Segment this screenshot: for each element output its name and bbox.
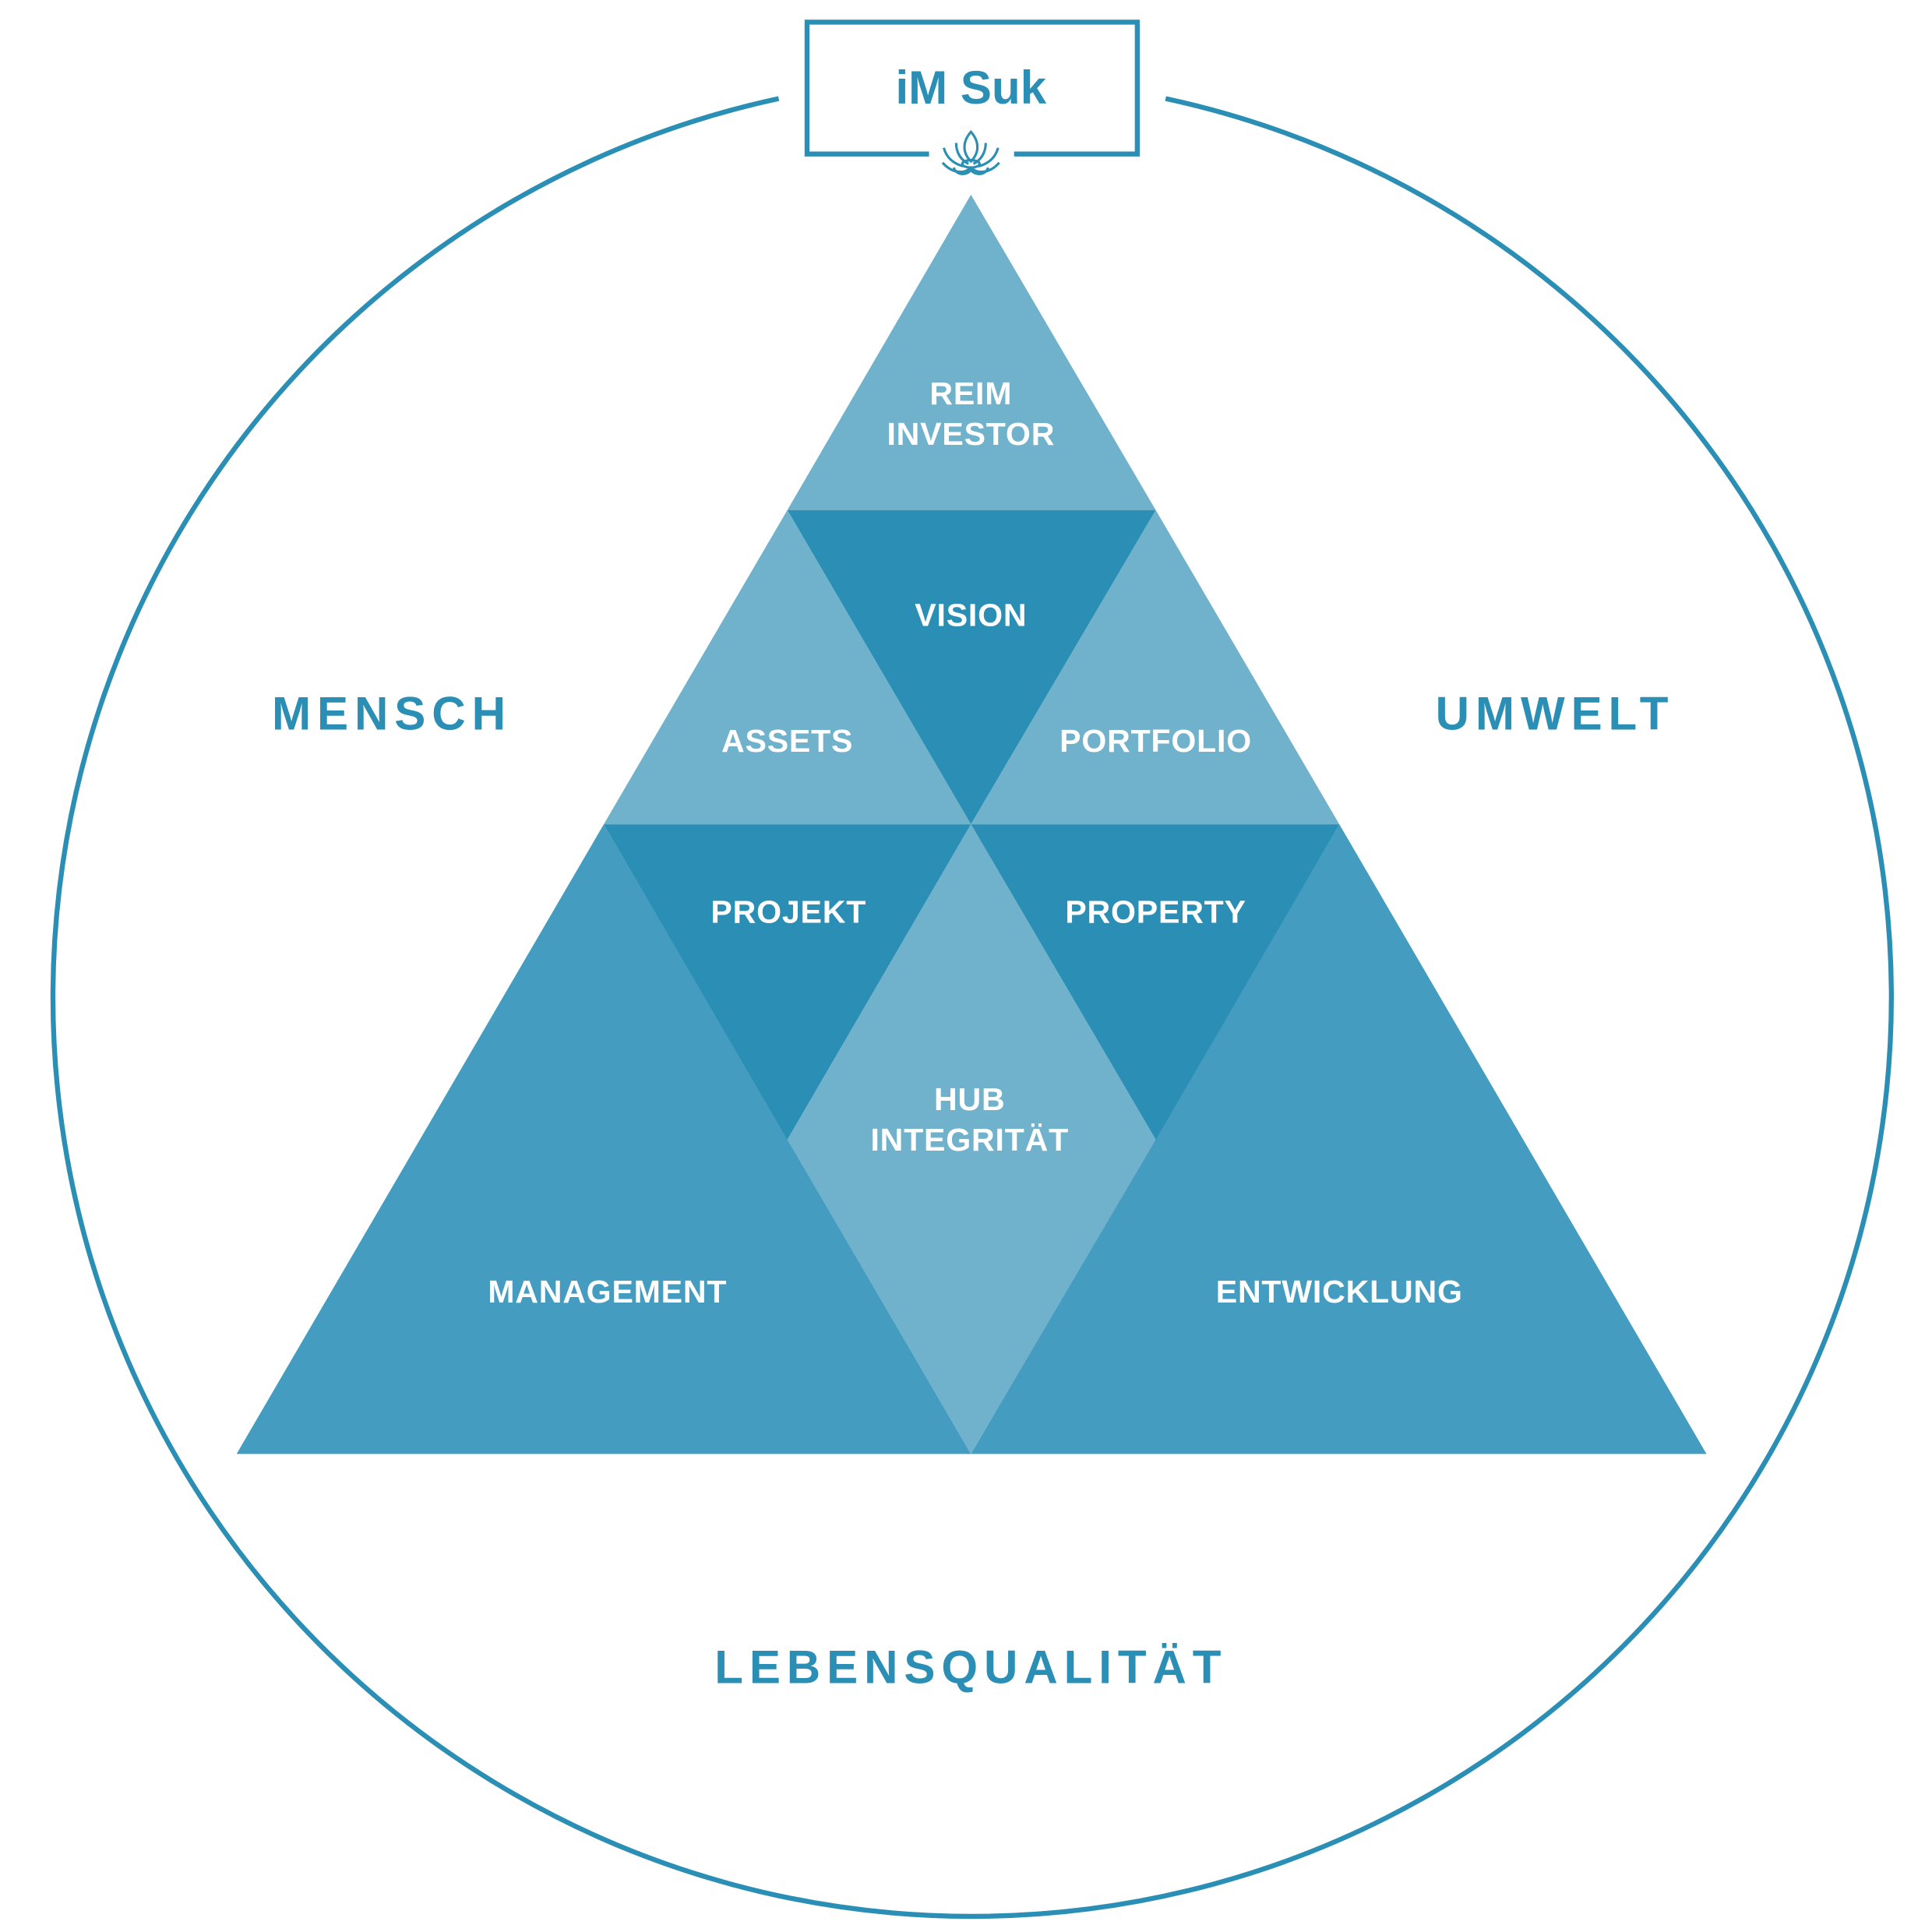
segment-portfolio bbox=[971, 509, 1340, 825]
outer-label-mensch: MENSCH bbox=[272, 687, 512, 739]
label-investor: INVESTOR bbox=[887, 416, 1055, 452]
label-hub: HUB bbox=[934, 1081, 1005, 1117]
segment-entwicklung bbox=[971, 824, 1707, 1454]
segment-property bbox=[971, 824, 1340, 1141]
label-property: PROPERTY bbox=[1065, 894, 1246, 930]
outer-circle bbox=[50, 96, 1894, 1920]
label-portfolio: PORTFOLIO bbox=[1059, 723, 1252, 759]
label-projekt: PROJEKT bbox=[710, 894, 866, 930]
label-management: MANAGEMENT bbox=[488, 1274, 727, 1310]
segment-assets bbox=[604, 509, 971, 825]
brand-box: iM Suk bbox=[804, 19, 1141, 175]
label-vision: VISION bbox=[915, 597, 1027, 633]
segment-vision bbox=[787, 509, 1156, 825]
lotus-icon bbox=[941, 129, 1000, 175]
label-integritaet: INTEGRITÄT bbox=[870, 1122, 1069, 1158]
label-assets: ASSETS bbox=[721, 723, 853, 759]
segment-reim-investor bbox=[787, 194, 1156, 510]
outer-label-umwelt: UMWELT bbox=[1436, 687, 1675, 739]
label-reim: REIM bbox=[929, 375, 1012, 411]
outer-label-lebensqualitaet: LEBENSQUALITÄT bbox=[714, 1641, 1227, 1694]
segment-management bbox=[236, 824, 971, 1454]
segment-projekt bbox=[604, 824, 971, 1141]
brand-name: iM Suk bbox=[895, 62, 1046, 114]
segment-hub bbox=[787, 824, 1156, 1454]
label-entwicklung: ENTWICKLUNG bbox=[1216, 1274, 1463, 1310]
